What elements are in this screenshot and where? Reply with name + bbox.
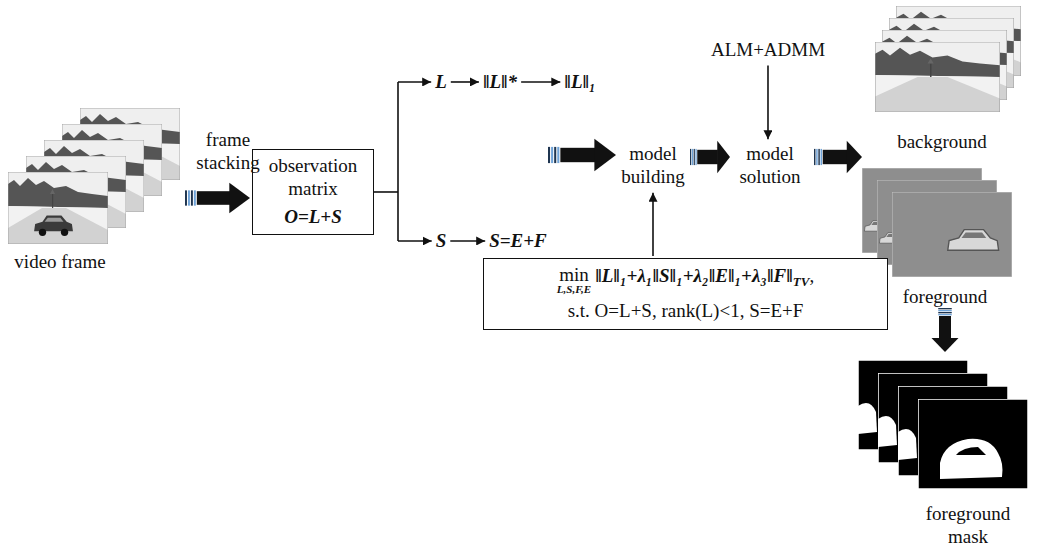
norm-symbol: ‖L‖₁	[564, 71, 595, 94]
matrix-symbol: L	[435, 71, 447, 94]
branch-line	[397, 82, 399, 241]
node-text: L,S,F,E	[557, 284, 591, 295]
node-text: O=L+S	[284, 206, 342, 227]
step-arrow	[451, 81, 479, 83]
flow-arrow	[690, 141, 730, 173]
branch-arrow	[398, 240, 432, 242]
text-line: observation matrix	[259, 155, 367, 201]
equation-text: S=E+F	[489, 230, 547, 253]
text-line: minL,S,F,E‖L‖₁+λ₁‖S‖₁+λ₂‖E‖₁+λ₃‖F‖TV,	[498, 265, 873, 295]
norm-symbol: ‖L‖*	[483, 71, 517, 94]
step-label: frame stacking	[188, 129, 268, 175]
node-text: min	[559, 265, 589, 284]
flow-arrow	[814, 141, 862, 173]
text-line: s.t. O=L+S, rank(L)<1, S=E+F	[498, 300, 873, 323]
step-arrow	[521, 81, 560, 83]
step-arrow	[450, 240, 485, 242]
node-text: ,	[809, 265, 814, 286]
node-text: ‖L‖₁+λ₁‖S‖₁+λ₂‖E‖₁+λ₃‖F‖	[595, 265, 793, 286]
background-image	[875, 42, 1000, 112]
step-label: model building	[613, 143, 693, 189]
operator-stack: minL,S,F,E	[557, 265, 591, 295]
input-arrow	[652, 193, 654, 256]
branch-arrow	[398, 81, 431, 83]
output-label: foreground	[903, 286, 987, 309]
step-label: model solution	[730, 143, 810, 189]
flow-arrow	[932, 308, 959, 352]
output-label: background	[897, 131, 987, 154]
node-text: s.t. O=L+S, rank(L)<1, S=E+F	[568, 300, 804, 321]
caption-label: video frame	[14, 251, 105, 274]
formula-box: minL,S,F,E‖L‖₁+λ₁‖S‖₁+λ₂‖E‖₁+λ₃‖F‖TV,s.t…	[483, 258, 888, 330]
node-text: observation matrix	[269, 155, 358, 199]
car-icon	[34, 216, 73, 236]
foreground-image	[892, 192, 1012, 277]
car-ghost-icon	[948, 230, 999, 251]
flow-arrow	[548, 139, 616, 171]
flow-arrow	[185, 183, 250, 214]
video-frame-image	[8, 172, 108, 244]
text-line: O=L+S	[259, 206, 367, 229]
matrix-symbol: S	[436, 230, 447, 253]
output-label: foreground mask	[913, 503, 1023, 549]
input-arrow	[767, 65, 769, 139]
node-text: TV	[793, 274, 810, 289]
mask-image	[918, 399, 1028, 489]
process-box: observation matrixO=L+S	[252, 149, 374, 234]
method-label: ALM+ADMM	[711, 39, 825, 62]
branch-line	[374, 191, 398, 193]
